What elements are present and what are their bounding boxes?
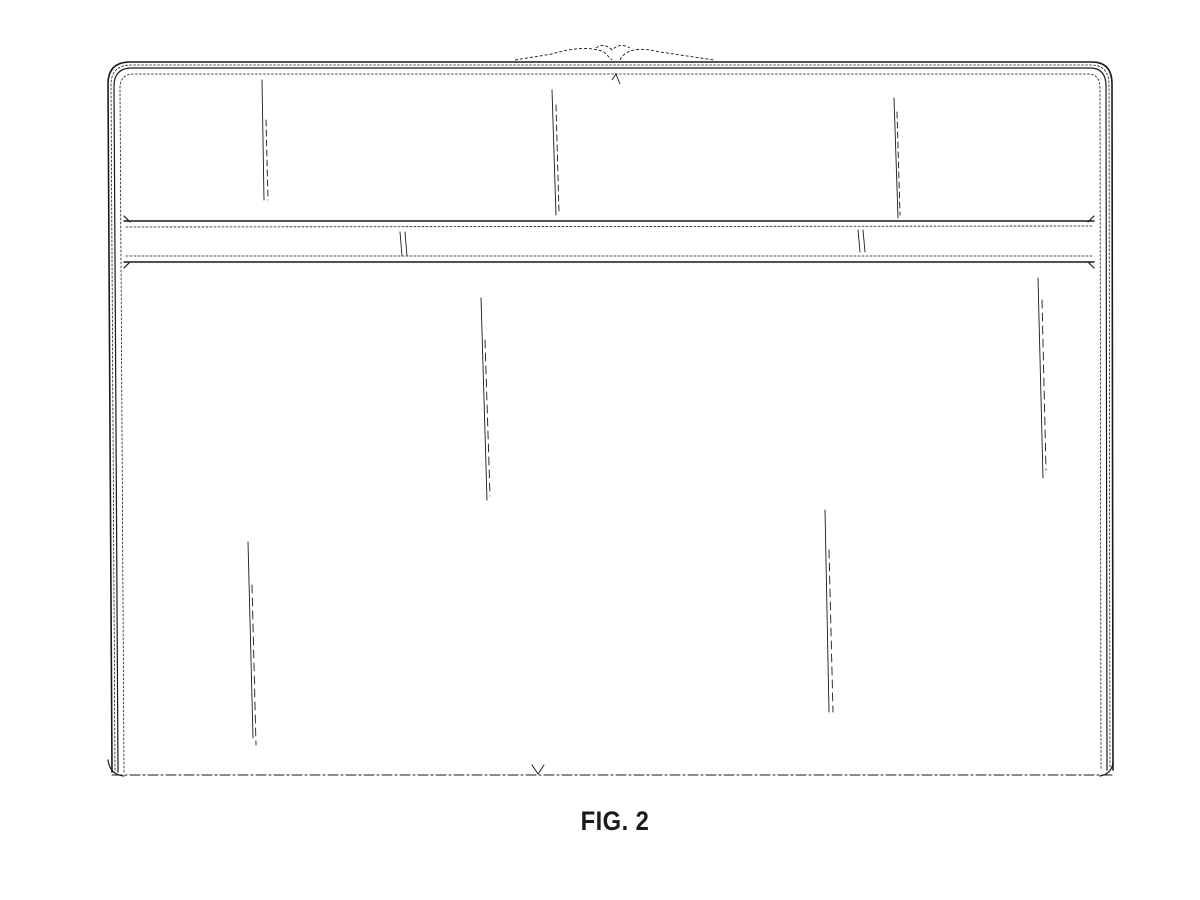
fold-line-upper-2 bbox=[551, 89, 557, 216]
cross-strap bbox=[123, 215, 1095, 269]
strap-top-stitch bbox=[125, 225, 1093, 228]
bottom-fold-mark bbox=[531, 764, 545, 775]
figure-caption: FIG. 2 bbox=[580, 806, 650, 836]
bag-outer-edge bbox=[107, 61, 1114, 773]
fold-line-upper-2b bbox=[555, 104, 560, 213]
fold-line-upper-3b bbox=[896, 111, 901, 216]
fold-line-lower-4 bbox=[824, 509, 830, 713]
fold-line-upper-1b bbox=[265, 119, 269, 201]
fold-line-lower-1 bbox=[480, 297, 488, 501]
bag-binding-stitch-inner bbox=[119, 73, 1102, 773]
fold-line-upper-1 bbox=[261, 79, 265, 201]
strap-end-left bbox=[123, 215, 131, 269]
bag-binding-stitch-outer bbox=[110, 64, 1111, 771]
strap-end-right bbox=[1087, 215, 1095, 269]
zipper-pull-left bbox=[514, 48, 613, 61]
fold-lines bbox=[247, 79, 1047, 746]
fold-line-lower-4b bbox=[828, 549, 834, 713]
zipper-tab bbox=[514, 45, 715, 85]
zipper-hook bbox=[611, 73, 621, 85]
fold-line-lower-2b bbox=[1041, 299, 1047, 471]
strap-seam-left bbox=[399, 231, 408, 257]
zipper-pull-loop bbox=[595, 45, 631, 51]
zipper-pull-right bbox=[619, 48, 715, 61]
fold-line-lower-3 bbox=[247, 541, 254, 739]
bag-binding-inner-line bbox=[113, 67, 1108, 773]
fold-line-upper-3 bbox=[893, 97, 899, 219]
bottom-corner-right bbox=[1099, 761, 1114, 777]
fold-line-lower-2 bbox=[1037, 277, 1044, 479]
fold-line-lower-3b bbox=[251, 584, 257, 746]
fold-line-lower-1b bbox=[484, 339, 491, 497]
strap-seam-right bbox=[857, 229, 866, 253]
bag-outline bbox=[107, 61, 1114, 777]
bottom-corner-left bbox=[107, 759, 125, 777]
